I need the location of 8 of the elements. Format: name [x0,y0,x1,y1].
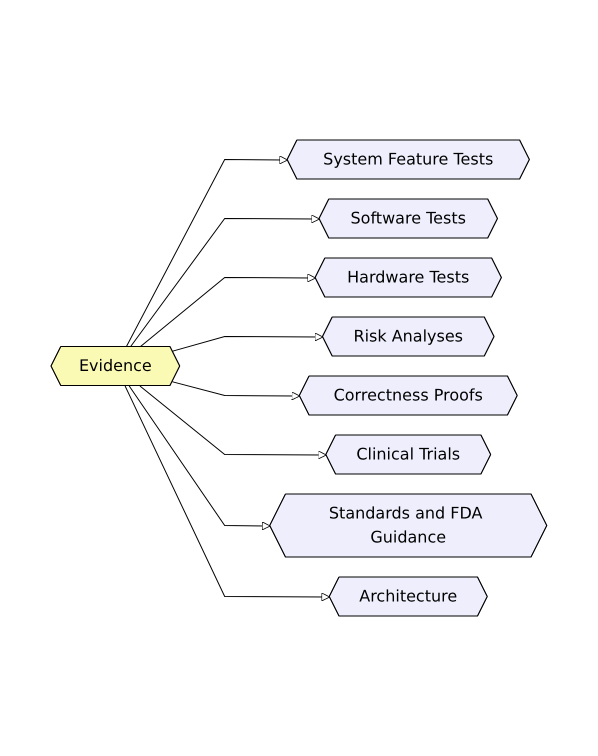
arrow [140,386,327,460]
arrow [140,274,316,348]
arrow [172,381,300,400]
arrow [126,156,288,348]
arrow [172,332,324,352]
arrow [130,214,320,348]
arrow [128,386,271,530]
arrow [124,386,330,602]
